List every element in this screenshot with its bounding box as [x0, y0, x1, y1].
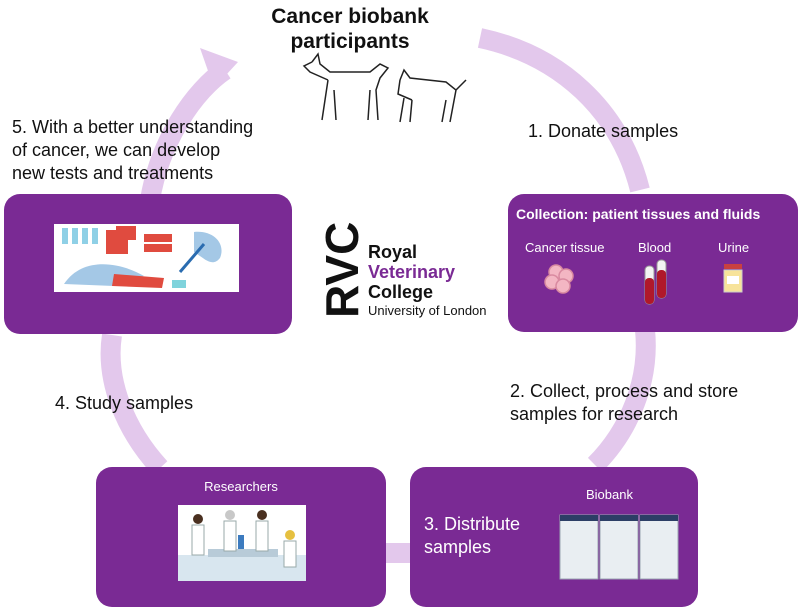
step-donate-text: 1. Donate samples: [528, 121, 679, 141]
step-distribute-text: 3. Distribute samples: [424, 514, 521, 557]
step-study-text: 4. Study samples: [55, 393, 194, 413]
researchers-box: Researchers: [96, 467, 386, 607]
rvc-logo-text: Royal Veterinary College University of L…: [368, 242, 487, 319]
collection-item-blood: Blood: [638, 240, 672, 255]
lab-box: [4, 194, 292, 334]
collection-item-cancer-tissue: Cancer tissue: [525, 240, 605, 255]
researchers-illustration: [178, 505, 306, 581]
participants-illustration: [302, 52, 467, 123]
page-title: Cancer biobank participants: [271, 5, 429, 53]
arc-right: [587, 329, 656, 473]
lab-hands-illustration: [54, 224, 239, 292]
freezer-icon: [559, 514, 679, 580]
collection-box: Collection: patient tissues and fluids C…: [508, 194, 798, 332]
logo-line-royal: Royal: [368, 242, 418, 262]
step-develop-text: 5. With a better understanding of cancer…: [12, 117, 254, 183]
cells-icon: [544, 264, 574, 294]
arc-left: [100, 333, 168, 475]
researchers-label: Researchers: [204, 479, 278, 494]
arrowhead-top: [200, 48, 238, 88]
biobank-label: Biobank: [586, 487, 633, 502]
biobank-box: Biobank 3. Distribute samples: [410, 467, 698, 607]
logo-line-university: University of London: [368, 303, 487, 318]
logo-line-college: College: [368, 282, 434, 302]
dog-icon: [302, 52, 390, 121]
step-collect-text: 2. Collect, process and store samples fo…: [510, 381, 739, 424]
logo-line-veterinary: Veterinary: [368, 262, 456, 282]
rvc-letters: RVC: [318, 222, 368, 318]
collection-item-urine: Urine: [718, 240, 750, 255]
urine-cup-icon: [723, 264, 743, 293]
collection-heading: Collection: patient tissues and fluids: [516, 206, 761, 222]
blood-tubes-icon: [644, 259, 667, 305]
arc-top-right: [477, 28, 650, 193]
cat-icon: [397, 68, 467, 123]
rvc-logo-mark: RVC: [318, 222, 368, 318]
collection-icons: [544, 259, 743, 305]
